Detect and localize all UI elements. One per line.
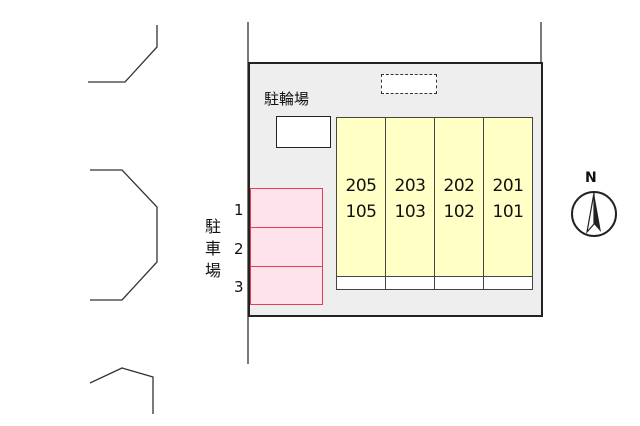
bicycle-parking-label: 駐輪場 [264, 90, 310, 108]
road-curve-top [88, 25, 158, 83]
unit-upper-number: 205 [345, 176, 377, 196]
bicycle-parking-box [276, 116, 331, 148]
unit-lower-number: 103 [394, 202, 426, 222]
unit-base-strip [336, 276, 386, 290]
road-curve-bottom [89, 367, 154, 414]
unit-203-103: 203 103 [385, 117, 435, 277]
unit-upper-number: 202 [443, 176, 475, 196]
unit-lower-number: 101 [492, 202, 524, 222]
compass-north-label: N [585, 170, 597, 186]
unit-202-102: 202 102 [434, 117, 484, 277]
bicycle-area-dashed [381, 74, 437, 94]
unit-lower-number: 105 [345, 202, 377, 222]
road-curve-middle [90, 169, 158, 301]
parking-stall-number: 3 [234, 278, 244, 296]
parking-stall-number: 1 [234, 201, 244, 219]
parking-stall-2 [250, 227, 323, 267]
unit-205-105: 205 105 [336, 117, 386, 277]
unit-201-101: 201 101 [483, 117, 533, 277]
unit-base-strip [434, 276, 484, 290]
unit-upper-number: 203 [394, 176, 426, 196]
unit-base-strip [483, 276, 533, 290]
parking-stall-1 [250, 188, 323, 228]
parking-stall-number: 2 [234, 240, 244, 258]
unit-upper-number: 201 [492, 176, 524, 196]
compass-icon [571, 191, 617, 237]
unit-lower-number: 102 [443, 202, 475, 222]
parking-label: 駐車場 [204, 217, 221, 280]
parking-stall-3 [250, 266, 323, 305]
unit-base-strip [385, 276, 435, 290]
